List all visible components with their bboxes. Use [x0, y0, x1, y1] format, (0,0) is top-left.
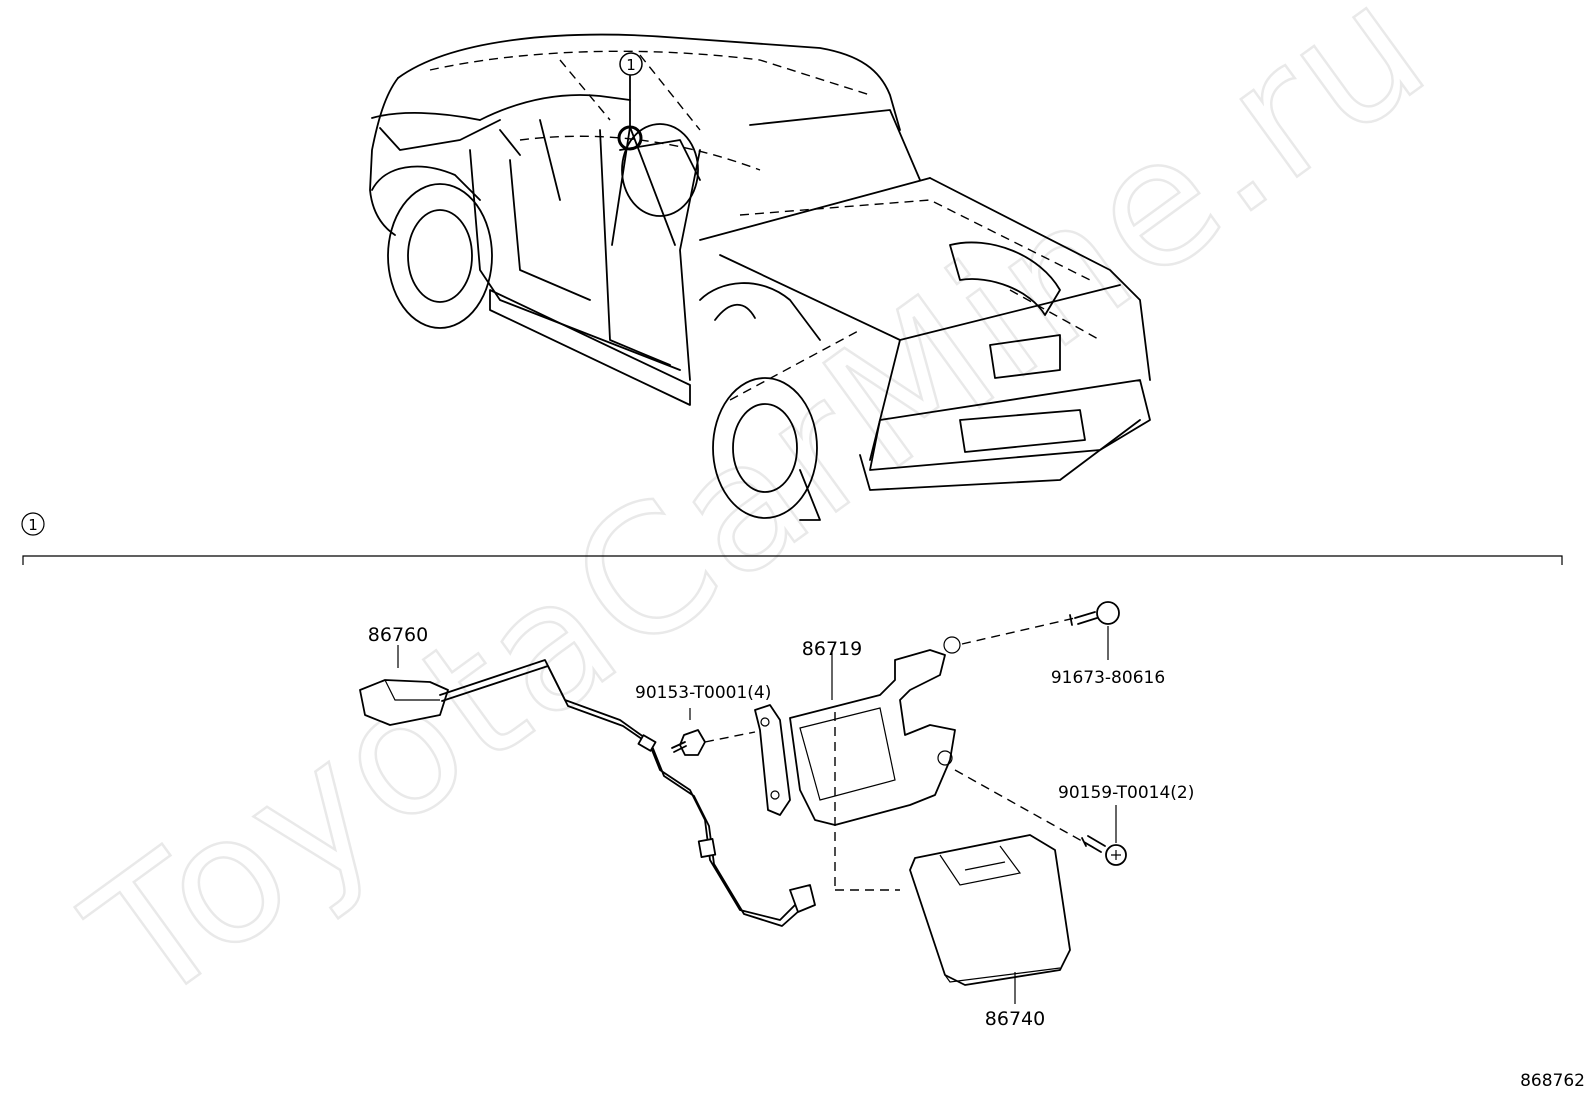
antenna-assembly [359, 645, 816, 927]
section-header: 1 [21, 512, 1563, 565]
nut-part [671, 708, 756, 756]
module-part [909, 834, 1071, 1004]
bolt-part [961, 601, 1120, 660]
part-label-screw: 90159-T0014(2) [1058, 783, 1194, 803]
part-label-bracket: 86719 [802, 638, 862, 660]
watermark: ToyotaCarMine.ru [55, 0, 1464, 1045]
vehicle-illustration: 1 [369, 33, 1151, 521]
bracket-part [754, 636, 961, 891]
part-label-module: 86740 [985, 1008, 1045, 1030]
screw-part [954, 769, 1127, 866]
part-label-antenna: 86760 [368, 624, 428, 646]
part-label-nut: 90153-T0001(4) [635, 683, 771, 703]
vehicle-callout: 1 [626, 56, 636, 74]
part-label-bolt: 91673-80616 [1051, 668, 1165, 688]
section-callout: 1 [28, 516, 38, 534]
image-code: 868762 [1520, 1071, 1585, 1091]
